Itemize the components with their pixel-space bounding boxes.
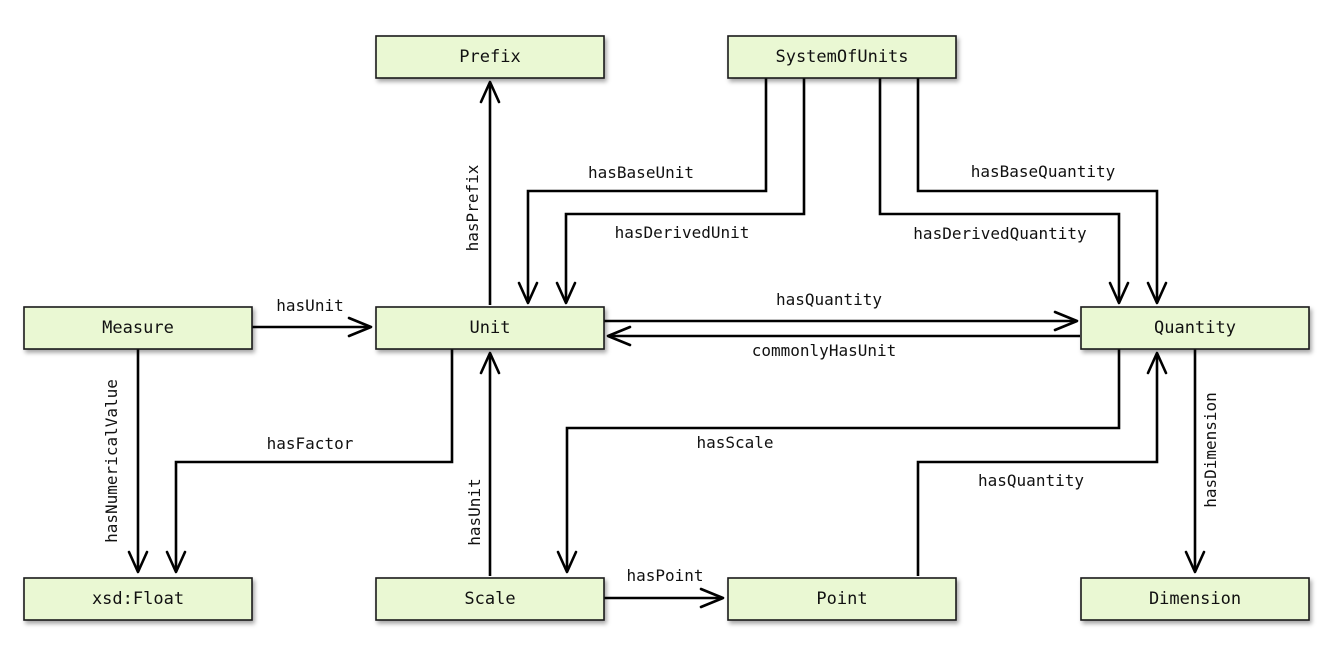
edge-has-unit-scale: hasUnit [465,351,501,576]
edge-label-has-factor: hasFactor [267,434,354,453]
node-label-scale: Scale [464,589,515,609]
node-dimension: Dimension [1080,577,1310,621]
node-system-of-units: SystemOfUnits [727,35,957,79]
edge-has-derived-quantity: hasDerivedQuantity [878,78,1130,305]
edge-label-has-derived-unit: hasDerivedUnit [615,223,750,242]
node-measure: Measure [23,306,253,350]
node-label-unit: Unit [470,318,511,338]
edge-has-quantity-point: hasQuantity [916,351,1168,576]
edge-label-has-dimension: hasDimension [1201,392,1220,508]
edge-label-has-unit-measure: hasUnit [276,296,343,315]
node-label-dimension: Dimension [1149,589,1241,609]
node-scale: Scale [375,577,605,621]
node-unit: Unit [375,306,605,350]
node-label-quantity: Quantity [1154,318,1236,338]
node-prefix: Prefix [375,35,605,79]
edge-commonly-has-unit: commonlyHasUnit [606,325,1080,360]
edge-has-numerical-value: hasNumericalValue [102,349,149,574]
edge-has-unit-measure: hasUnit [252,296,373,338]
edge-label-has-prefix: hasPrefix [463,164,482,251]
node-label-measure: Measure [102,318,174,338]
node-label-point: Point [816,589,867,609]
edge-has-dimension: hasDimension [1184,349,1220,574]
edge-label-has-unit-scale: hasUnit [465,478,484,545]
edge-label-has-base-unit: hasBaseUnit [588,163,694,182]
node-label-xsd-float: xsd:Float [92,589,184,609]
node-point: Point [727,577,957,621]
edge-label-has-point: hasPoint [626,566,703,585]
edge-has-factor: hasFactor [165,349,454,574]
edge-has-prefix: hasPrefix [463,80,501,305]
edge-has-point: hasPoint [604,566,725,609]
edge-has-base-unit: hasBaseUnit [517,78,768,305]
edge-has-derived-unit: hasDerivedUnit [555,78,806,305]
edge-label-has-quantity-point: hasQuantity [978,471,1084,490]
edge-label-has-quantity-unit: hasQuantity [776,290,882,309]
node-label-prefix: Prefix [459,47,520,67]
node-xsd-float: xsd:Float [23,577,253,621]
edge-label-has-base-quantity: hasBaseQuantity [971,162,1116,181]
edge-has-quantity-unit: hasQuantity [604,290,1079,332]
node-label-system-of-units: SystemOfUnits [775,47,908,67]
edge-label-has-numerical-value: hasNumericalValue [102,379,121,543]
edge-label-has-derived-quantity: hasDerivedQuantity [913,224,1087,243]
edge-label-commonly-has-unit: commonlyHasUnit [752,341,897,360]
node-quantity: Quantity [1080,306,1310,350]
edge-has-scale: hasScale [556,349,1121,574]
edge-has-base-quantity: hasBaseQuantity [916,78,1168,305]
edge-label-has-scale: hasScale [696,433,773,452]
